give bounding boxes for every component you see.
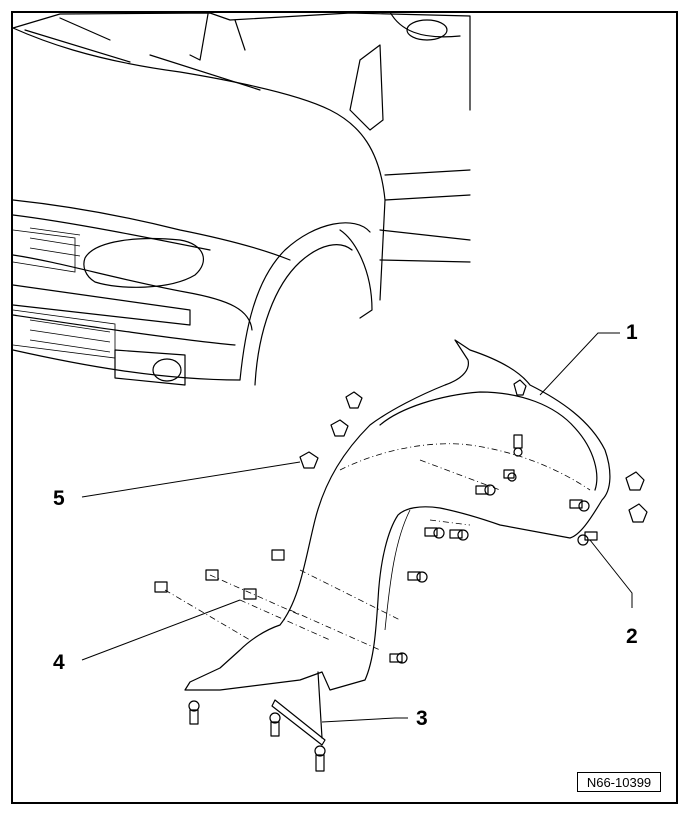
leader-lines	[81, 332, 633, 723]
clip	[628, 503, 648, 523]
clip	[345, 391, 363, 409]
screw	[188, 700, 200, 725]
screw	[475, 484, 496, 496]
screw	[424, 527, 445, 539]
speed-nut	[154, 581, 168, 593]
clip	[625, 471, 645, 491]
screw	[314, 745, 326, 772]
callout-1: 1	[626, 321, 638, 344]
screw	[389, 652, 408, 664]
screw	[577, 531, 598, 546]
callout-5: 5	[53, 487, 65, 510]
clip	[330, 419, 349, 437]
clip	[299, 451, 319, 469]
callout-3: 3	[416, 707, 428, 730]
screw	[407, 571, 428, 583]
clip	[513, 379, 527, 396]
speed-nut	[243, 588, 257, 600]
callout-2: 2	[626, 625, 638, 648]
wheelhouse-liner	[164, 339, 611, 691]
figure-reference-code: N66-10399	[577, 772, 661, 792]
callout-4: 4	[53, 651, 65, 674]
screw	[269, 712, 281, 737]
screw	[513, 434, 523, 457]
screw	[449, 529, 469, 541]
speed-nut	[205, 569, 219, 581]
screw	[569, 499, 590, 512]
figure-frame	[11, 11, 678, 804]
vehicle-front-body	[12, 11, 471, 386]
speed-nut	[271, 549, 285, 561]
screw	[503, 469, 517, 482]
fasteners	[154, 379, 648, 772]
bracket	[271, 671, 326, 746]
